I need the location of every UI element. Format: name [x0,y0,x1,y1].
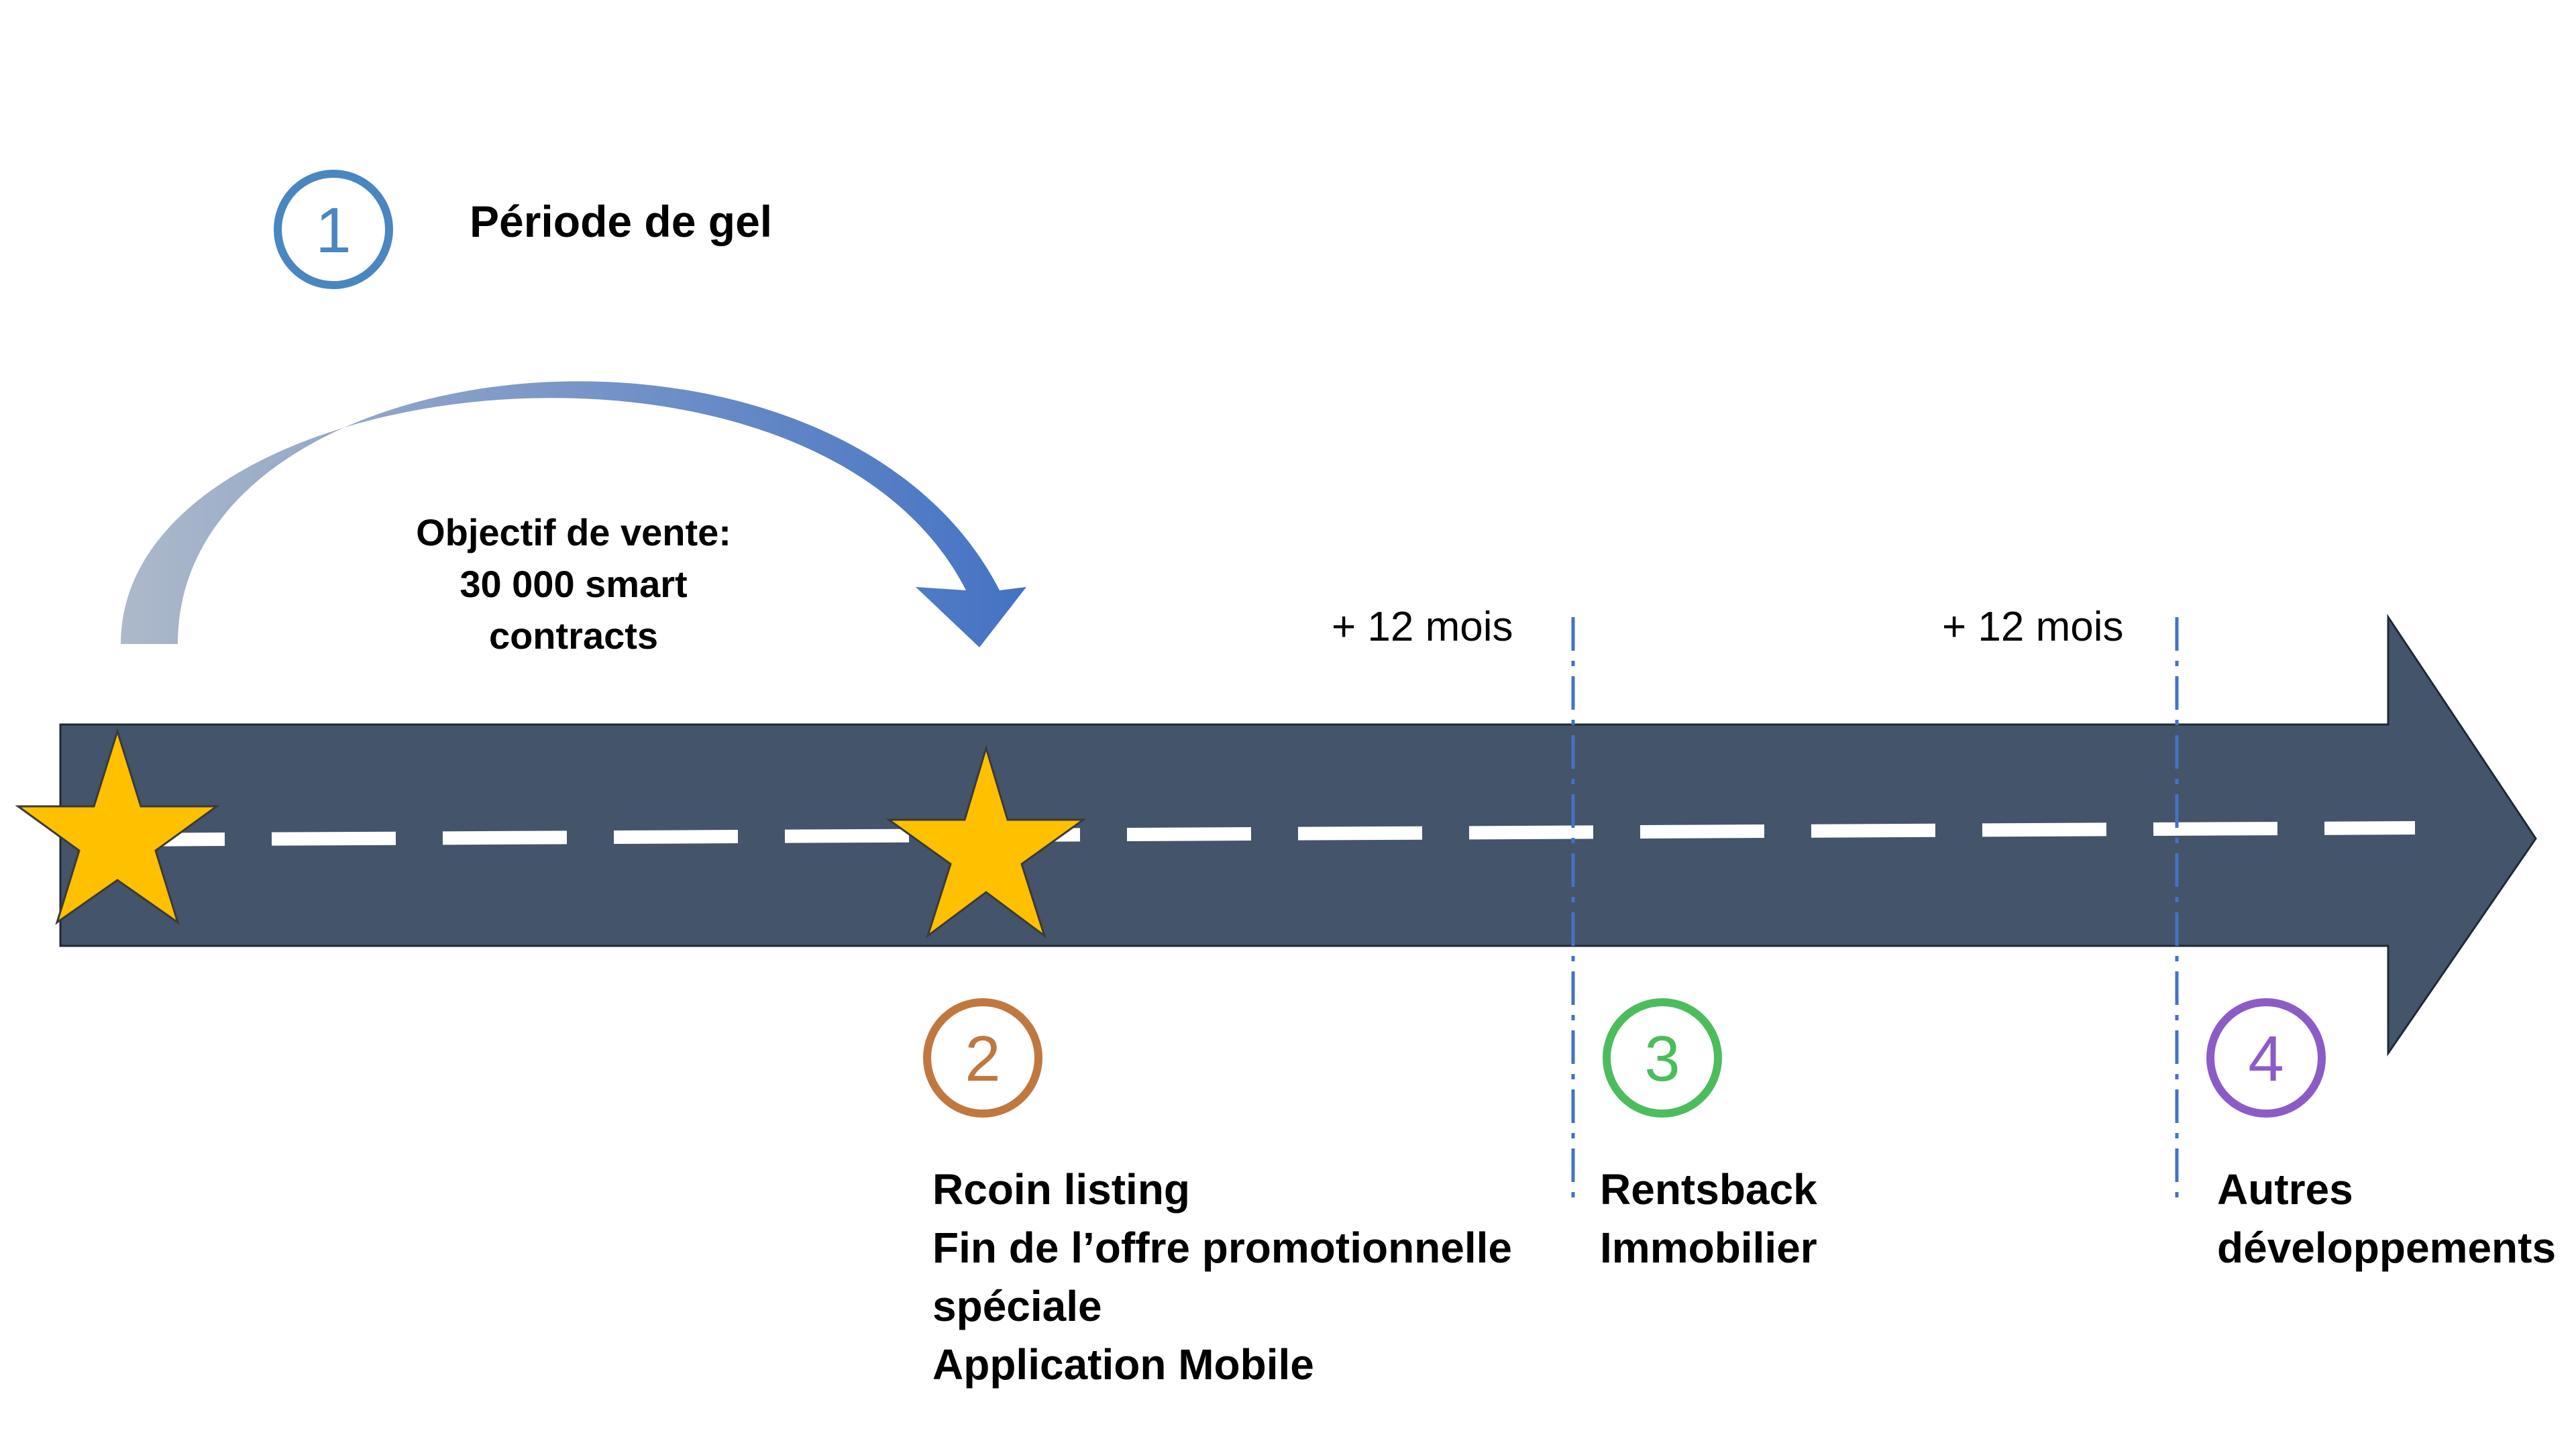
milestone-line: Rentsback [1600,1165,1817,1214]
milestone-line: développements [2217,1224,2557,1272]
milestone-line: Rcoin listing [932,1165,1190,1214]
sales-goal-line: Objectif de vente: [416,511,731,553]
milestone-line: Immobilier [1600,1224,1817,1272]
step-number-4: 4 [2248,1023,2284,1095]
step-circle-3: 3 [1603,998,1722,1118]
milestone-2-text: Rcoin listing Fin de l’offre promotionne… [932,1161,1512,1394]
step-circle-4: 4 [2206,998,2326,1118]
star-icon-start [15,727,220,925]
sales-goal-line: contracts [488,614,659,657]
milestone-4-text: Autres développements [2217,1161,2556,1277]
interval-label-1: + 12 mois [1332,604,1513,650]
sales-goal-line: 30 000 smart [460,563,688,605]
milestone-line: Application Mobile [932,1340,1314,1389]
phase-title: Période de gel [470,197,773,246]
road-lane-dashes [100,821,2416,847]
step-circle-2: 2 [923,998,1042,1118]
step-number-1: 1 [315,195,351,266]
step-circle-1: 1 [274,170,393,289]
step-number-2: 2 [965,1023,1000,1095]
interval-label-2: + 12 mois [1942,604,2124,650]
sales-goal-label: Objectif de vente: 30 000 smart contract… [409,506,738,661]
milestone-3-text: Rentsback Immobilier [1600,1161,1817,1277]
step-number-3: 3 [1644,1023,1680,1095]
milestone-line: Fin de l’offre promotionnelle [932,1224,1512,1272]
milestone-line: Autres [2217,1165,2353,1214]
milestone-line: spéciale [932,1282,1102,1330]
star-icon-listing [885,744,1087,938]
